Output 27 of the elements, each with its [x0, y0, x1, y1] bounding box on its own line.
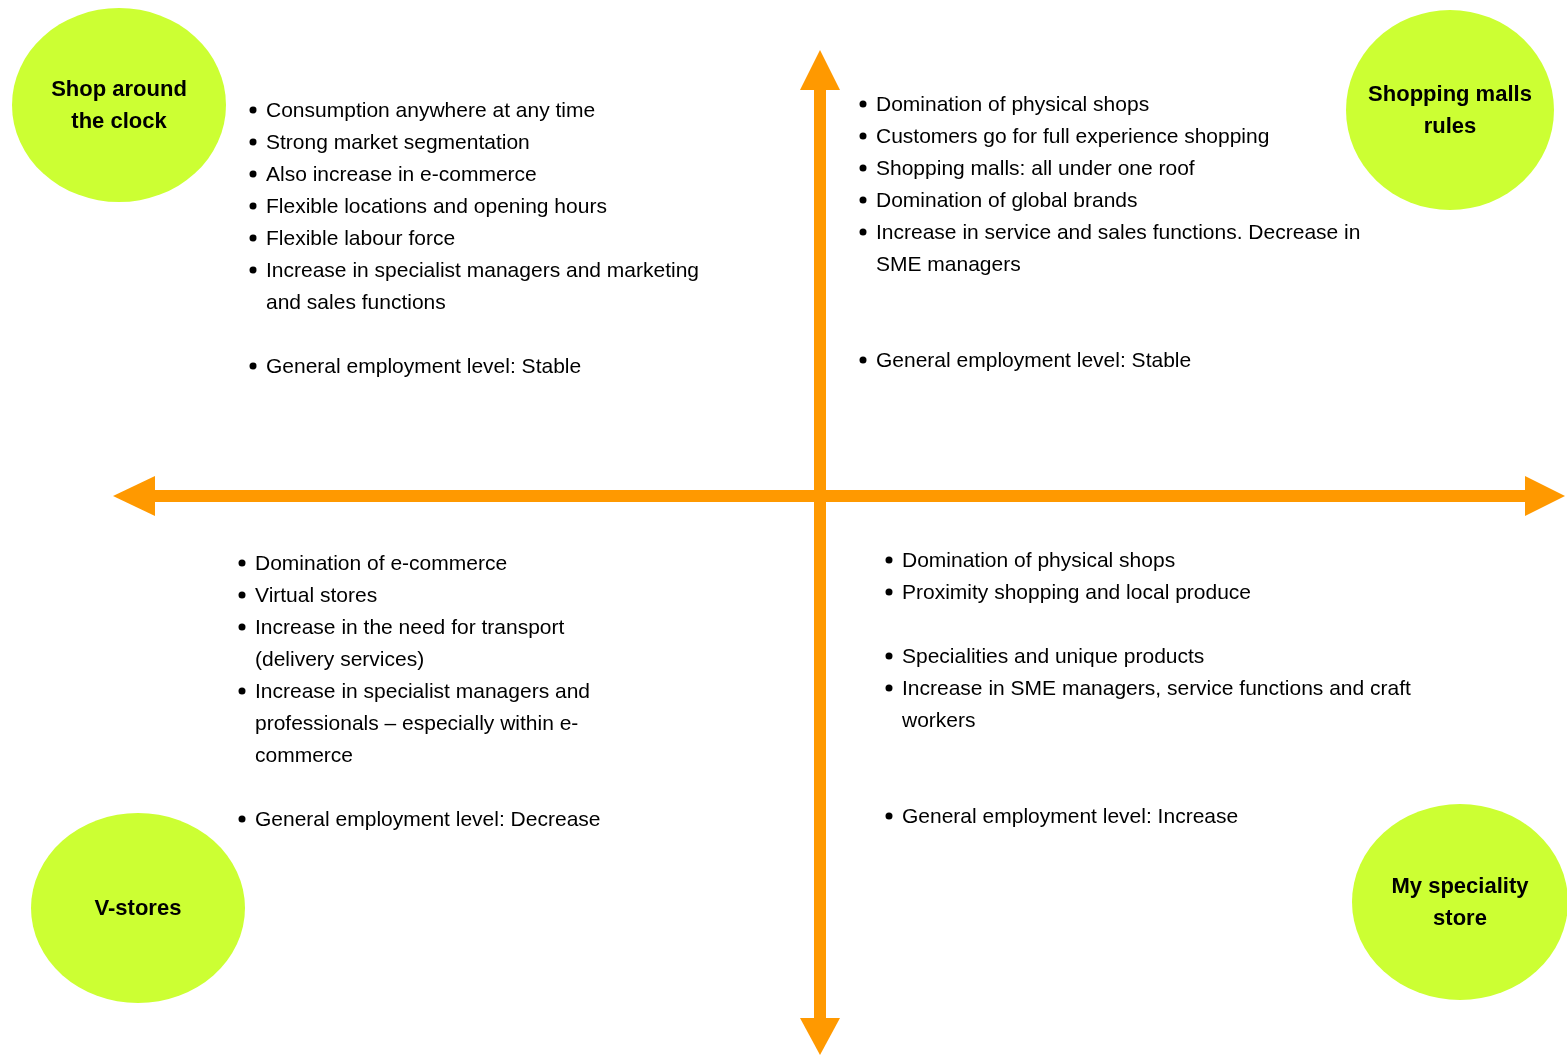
bullet-point: Also increase in e-commerce	[266, 161, 538, 187]
scenario-title: Shopping malls rules	[1367, 80, 1533, 140]
bullet-point: General employment level: Increase	[902, 803, 1240, 829]
bullet-point: Flexible labour force	[266, 225, 457, 251]
bullet-point: Flexible locations and opening hours	[266, 193, 608, 219]
bullet-point: Domination of e-commerce	[255, 550, 509, 576]
scenario-title: V-stores	[94, 894, 182, 922]
scenario-title: My speciality store	[1390, 872, 1530, 932]
bullet-point: Increase in service and sales functions. Decrease in SME managers	[876, 219, 1362, 277]
bullet-point: Shopping malls: all under one roof	[876, 155, 1196, 181]
bullet-point: Domination of global brands	[876, 187, 1139, 213]
bullet-point: Increase in the need for transport (delivery services)	[255, 614, 566, 672]
bullet-point: Virtual stores	[255, 582, 379, 608]
bullet-point: Customers go for full experience shopping	[876, 123, 1271, 149]
bullet-point: Domination of physical shops	[876, 91, 1151, 117]
bullet-point: Consumption anywhere at any time	[266, 97, 597, 123]
bullet-point: Domination of physical shops	[902, 547, 1177, 573]
bullet-point: Increase in specialist managers and marketing and sales functions	[266, 257, 701, 315]
bullet-point: Increase in specialist managers and professionals – especially within e-commerce	[255, 678, 591, 768]
bullet-point: Strong market segmentation	[266, 129, 531, 155]
bullet-point: Increase in SME managers, service functions and craft workers	[902, 675, 1412, 733]
bullet-point: General employment level: Decrease	[255, 806, 602, 832]
bullet-point: General employment level: Stable	[876, 347, 1193, 373]
bullet-point: General employment level: Stable	[266, 353, 583, 379]
bullet-point: Specialities and unique products	[902, 643, 1206, 669]
scenario-title: Shop around the clock	[50, 75, 188, 135]
bullet-point: Proximity shopping and local produce	[902, 579, 1253, 605]
